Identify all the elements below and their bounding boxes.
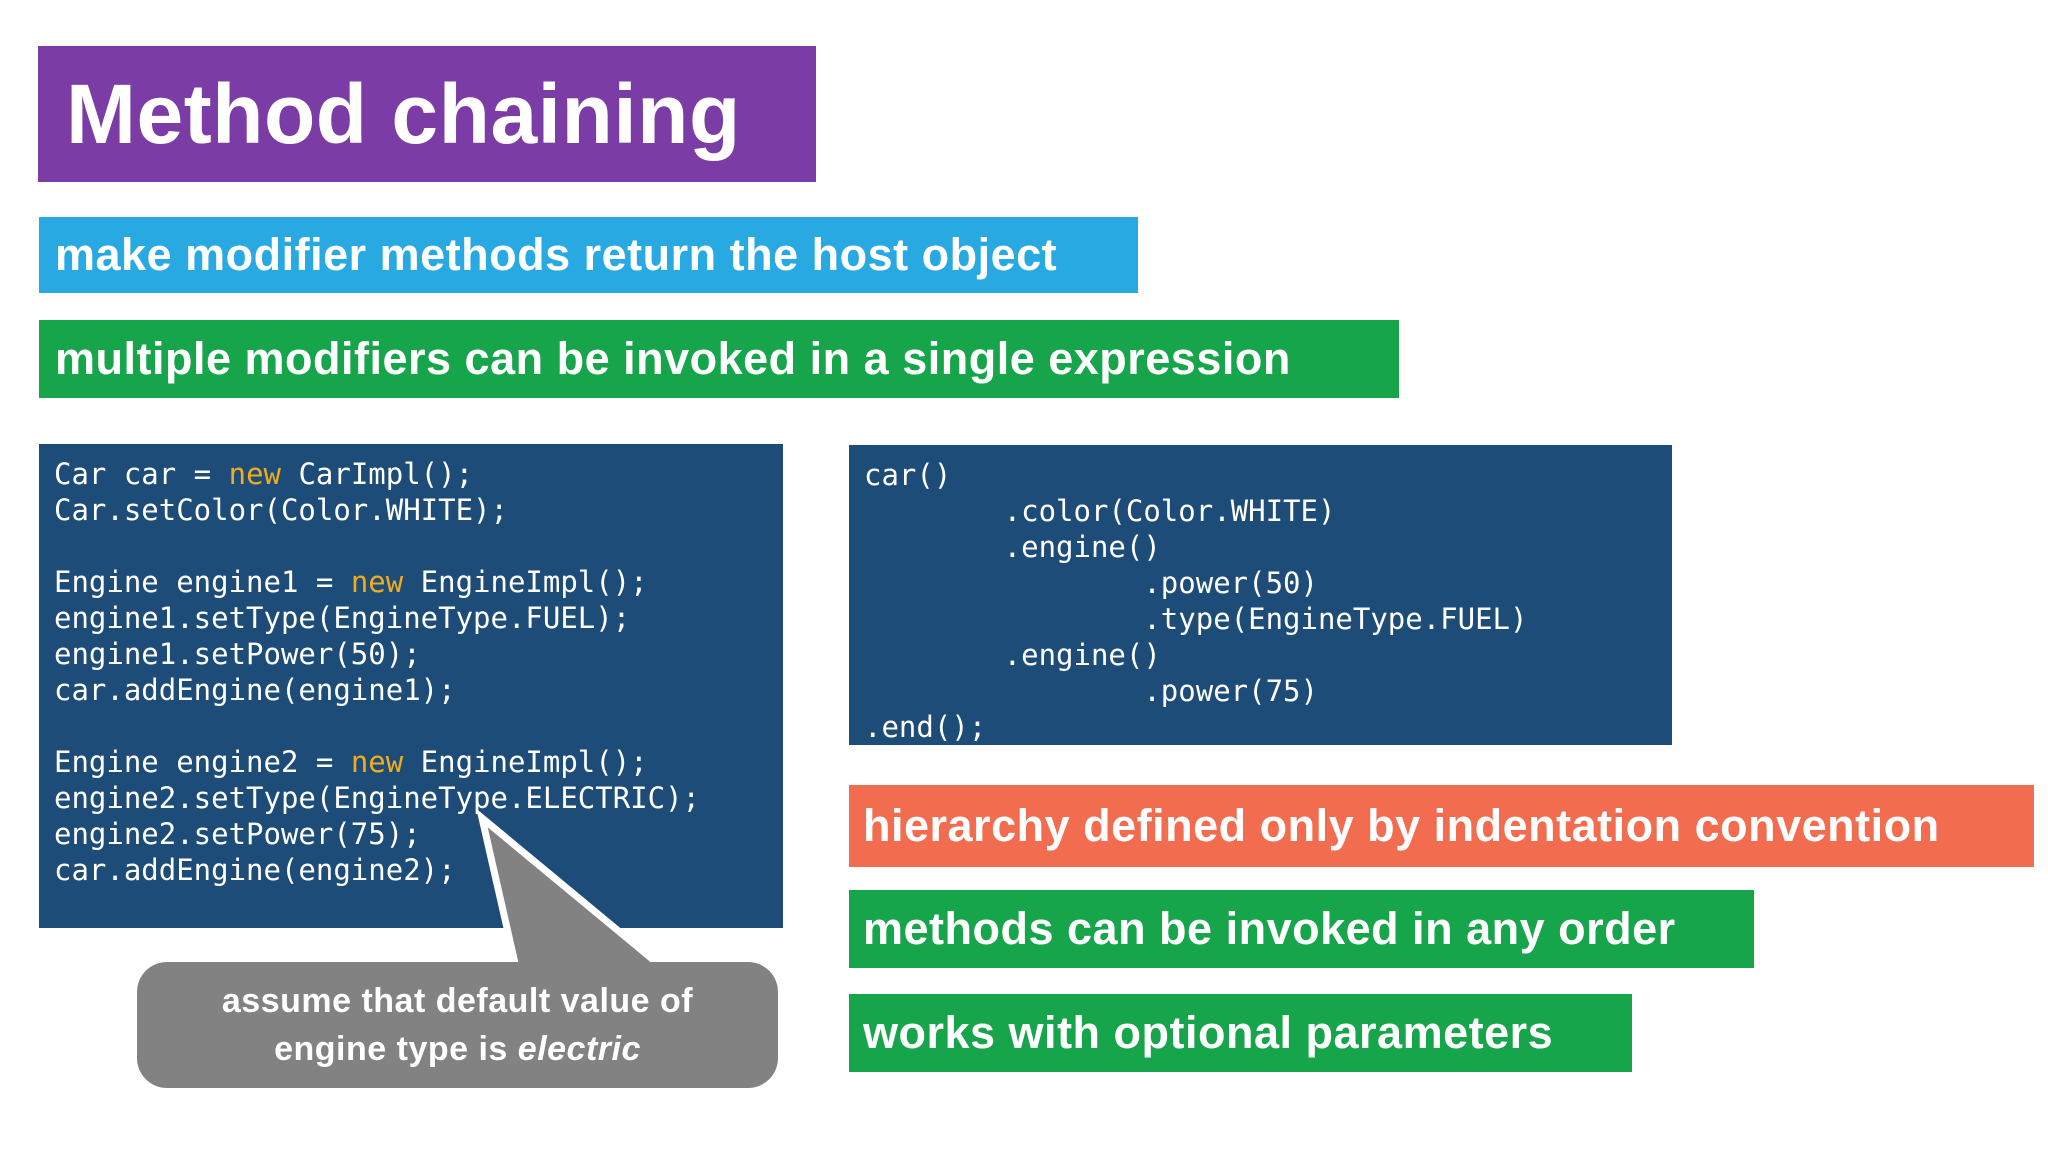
title-banner: Method chaining: [38, 46, 816, 182]
code-line: Car car = new CarImpl();: [54, 457, 474, 491]
callout-pointer-icon: [476, 808, 678, 976]
code-line: Engine engine2 = new EngineImpl();: [54, 745, 648, 779]
banner-label: methods can be invoked in any order: [863, 903, 1676, 954]
banner-label: make modifier methods return the host ob…: [55, 229, 1058, 280]
callout-line1: assume that default value of: [221, 982, 694, 1020]
code-line: .power(50): [864, 566, 1318, 600]
code-line: engine1.setPower(50);: [54, 637, 421, 671]
banner-return-host-object: make modifier methods return the host ob…: [39, 217, 1138, 293]
code-line: Car.setColor(Color.WHITE);: [54, 493, 508, 527]
code-line: .engine(): [864, 638, 1161, 672]
banner-label: hierarchy defined only by indentation co…: [863, 800, 1940, 851]
banner-label: works with optional parameters: [863, 1007, 1554, 1058]
code-line: .power(75): [864, 674, 1318, 708]
code-line: .color(Color.WHITE): [864, 494, 1336, 528]
code-line: [54, 528, 783, 564]
code-line: engine1.setType(EngineType.FUEL);: [54, 601, 631, 635]
code-line: engine2.setPower(75);: [54, 817, 421, 851]
banner-label: multiple modifiers can be invoked in a s…: [55, 333, 1291, 384]
banner-single-expression: multiple modifiers can be invoked in a s…: [39, 320, 1399, 398]
callout-line2: engine type is electric: [274, 1030, 641, 1068]
code-line: car.addEngine(engine1);: [54, 673, 456, 707]
code-block-chained-style: car() .color(Color.WHITE) .engine() .pow…: [849, 445, 1672, 745]
code-line: .end();: [864, 710, 987, 744]
code-line: Engine engine1 = new EngineImpl();: [54, 565, 648, 599]
code-line: .type(EngineType.FUEL): [864, 602, 1528, 636]
banner-optional-parameters: works with optional parameters: [849, 994, 1632, 1072]
page-title: Method chaining: [66, 66, 741, 161]
code-line: car.addEngine(engine2);: [54, 853, 456, 887]
code-line: car(): [864, 458, 952, 492]
code-line: .engine(): [864, 530, 1161, 564]
code-line: [54, 708, 783, 744]
code-block-setter-style: Car car = new CarImpl();Car.setColor(Col…: [39, 444, 783, 928]
code-line: engine2.setType(EngineType.ELECTRIC);: [54, 781, 701, 815]
callout-bubble: assume that default value of engine type…: [137, 962, 778, 1088]
banner-any-order: methods can be invoked in any order: [849, 890, 1754, 968]
banner-indentation-convention: hierarchy defined only by indentation co…: [849, 785, 2034, 867]
